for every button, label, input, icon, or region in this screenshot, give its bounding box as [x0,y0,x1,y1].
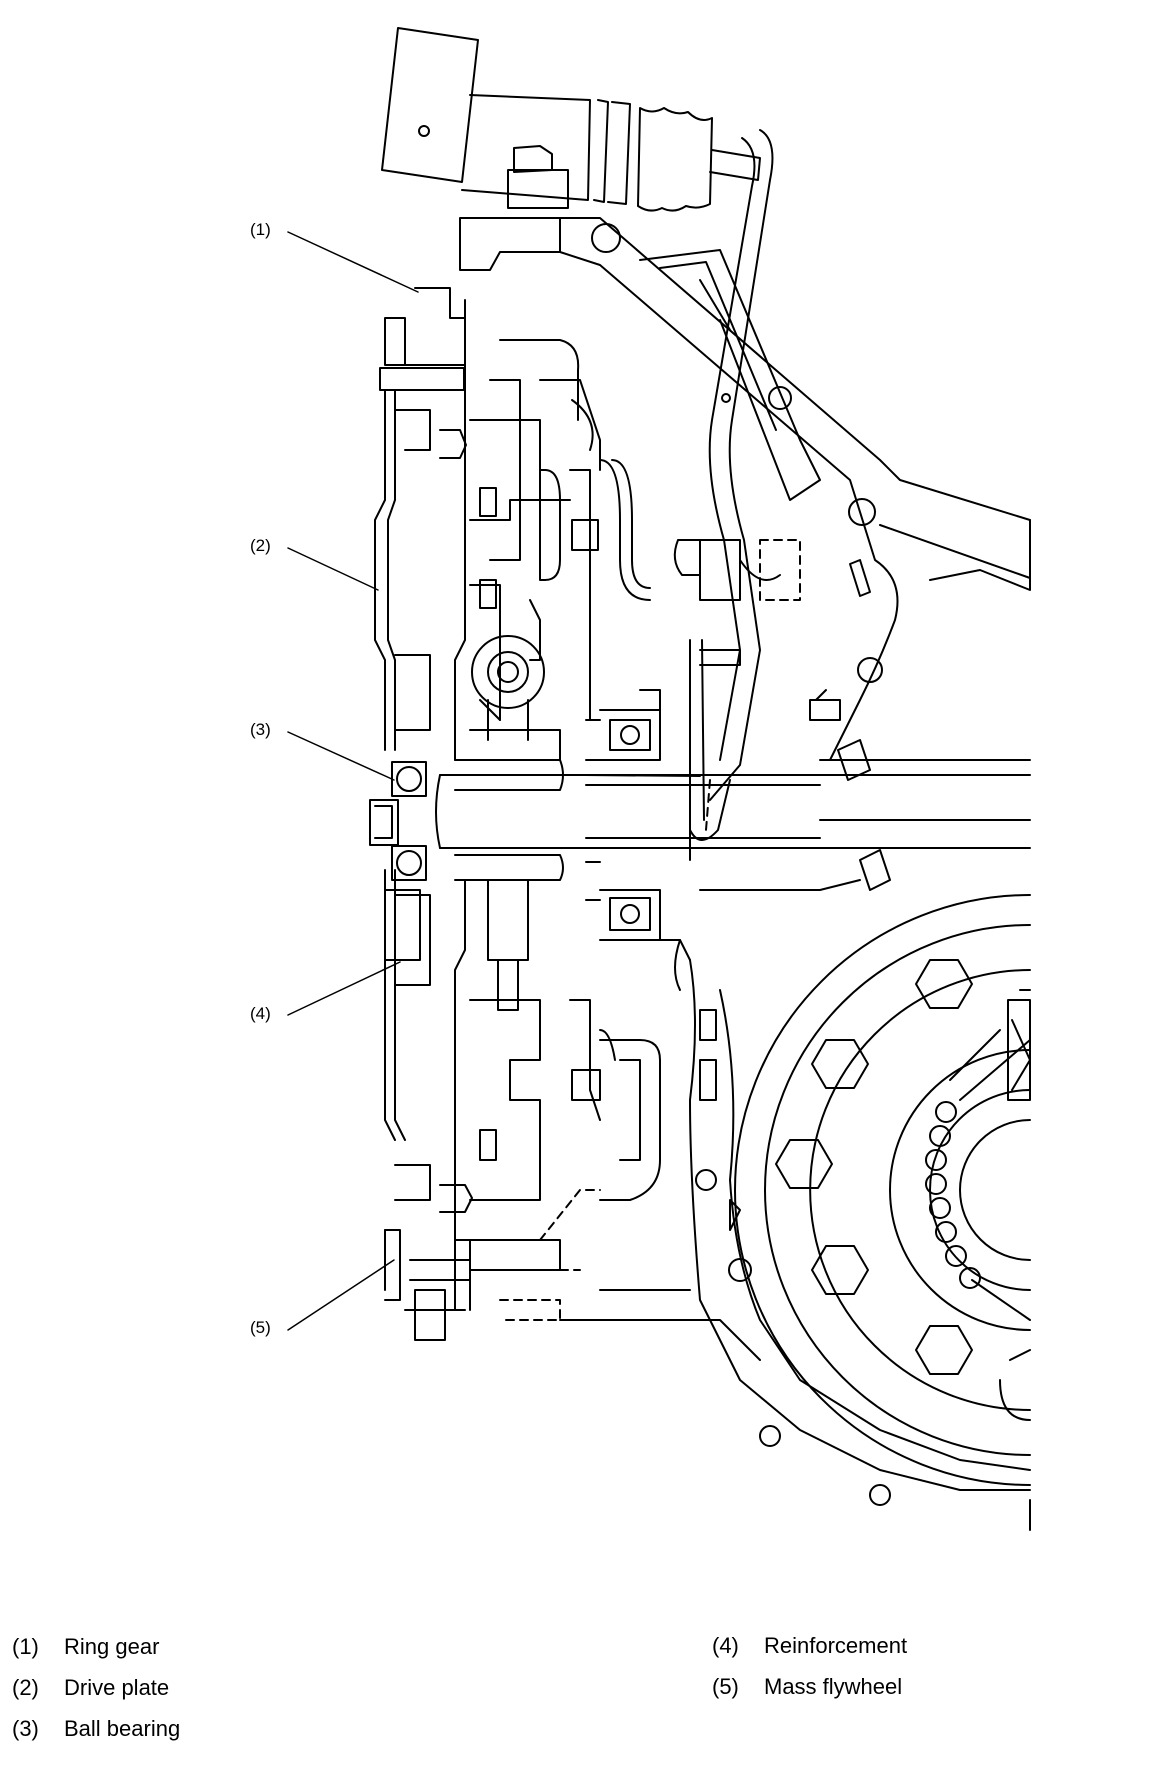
release-fork [639,129,821,861]
legend-name: Mass flywheel [764,1674,903,1699]
legend-name: Drive plate [64,1675,170,1700]
callout-5: (5) [250,1318,271,1337]
callout-3: (3) [250,720,271,739]
clutch-hub [454,635,564,1011]
legend-number: (4) [712,1633,739,1658]
legend-number: (3) [12,1716,39,1741]
leader-lines [287,231,419,1331]
gear-with-bolts [734,894,1031,1486]
legend-name: Ring gear [64,1634,160,1659]
callout-2: (2) [250,536,271,555]
legend-item-2: (2) Drive plate [12,1675,169,1701]
legend-name: Ball bearing [64,1716,181,1741]
clutch-assembly-lower [454,861,691,1321]
ring-gear [379,287,466,391]
legend-item-1: (1) Ring gear [12,1634,159,1660]
mass-flywheel [384,299,471,1341]
transmission-housing [459,217,1031,891]
legend-number: (5) [712,1674,739,1699]
legend-number: (2) [12,1675,39,1700]
legend-number: (1) [12,1634,39,1659]
drive-plate [374,389,473,1213]
cross-section-drawing [287,27,1031,1531]
clutch-assembly-upper [469,339,651,761]
callout-4: (4) [250,1004,271,1023]
legend-name: Reinforcement [764,1633,908,1658]
lower-housing [559,879,1031,1531]
slave-cylinder [381,27,761,212]
main-shaft [435,774,1031,849]
legend-item-4: (4) Reinforcement [712,1633,907,1659]
callout-1: (1) [250,220,271,239]
upper-bolt-assembly [585,689,661,761]
legend-item-3: (3) Ball bearing [12,1716,180,1742]
ball-bearing [369,761,427,881]
legend-item-5: (5) Mass flywheel [712,1674,902,1700]
